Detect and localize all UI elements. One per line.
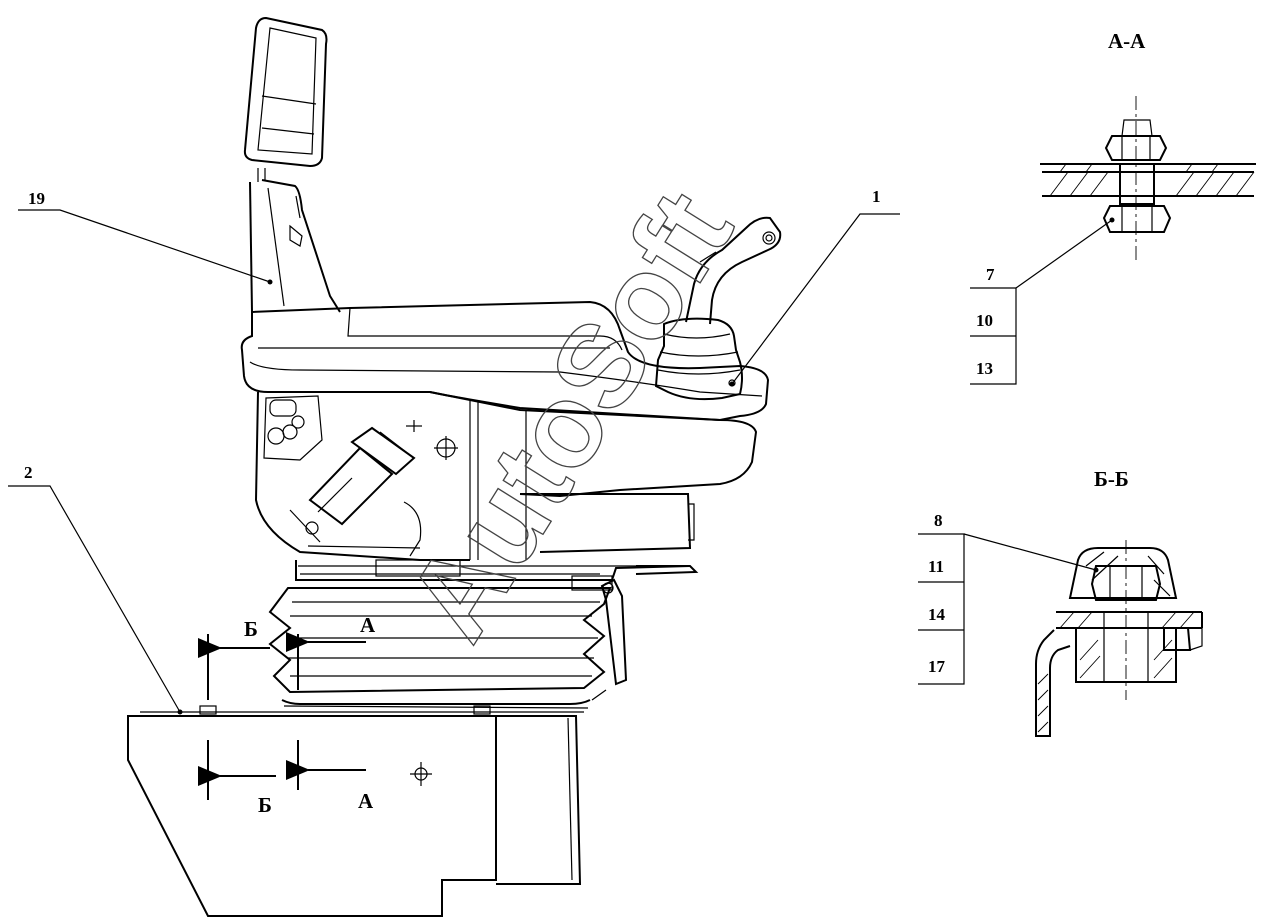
- hatch-a-a: [1049, 163, 1255, 197]
- callout-17: 17: [928, 657, 946, 676]
- seat-base: [127, 705, 584, 917]
- callout-14: 14: [928, 605, 946, 624]
- callout-2: 2: [24, 463, 33, 482]
- callout-10: 10: [976, 311, 993, 330]
- seat-main-view: Б А Б А 19 1 2: [8, 16, 900, 917]
- main-view-leaders: [8, 209, 900, 715]
- side-panel-with-seatbelt: [254, 391, 470, 561]
- suspension-bellows: [268, 578, 628, 709]
- section-arrow-b-top-label: Б: [244, 617, 258, 641]
- section-b-b-title: Б-Б: [1094, 467, 1129, 491]
- callout-7: 7: [986, 265, 995, 284]
- callout-11: 11: [928, 557, 944, 576]
- section-a-a-view: А-А 7 10 13: [970, 29, 1256, 385]
- section-arrow-a-bottom-label: А: [358, 789, 374, 813]
- callout-19: 19: [28, 189, 45, 208]
- callout-13: 13: [976, 359, 993, 378]
- section-arrow-b-bottom-label: Б: [258, 793, 272, 817]
- section-b-b-view: Б-Б 8 11 14 17: [918, 467, 1203, 737]
- section-arrow-a-top-label: А: [360, 613, 376, 637]
- section-a-a-title: А-А: [1108, 29, 1146, 53]
- control-console: [429, 391, 758, 560]
- backrest-bracket: [249, 179, 341, 313]
- seat-frame-rails: [295, 559, 699, 591]
- headrest: [243, 16, 328, 182]
- seat-cushion: [240, 300, 770, 422]
- section-cut-markers: Б А Б А: [198, 613, 376, 817]
- callout-8: 8: [934, 511, 943, 530]
- callout-1: 1: [872, 187, 881, 206]
- joystick: [654, 216, 782, 401]
